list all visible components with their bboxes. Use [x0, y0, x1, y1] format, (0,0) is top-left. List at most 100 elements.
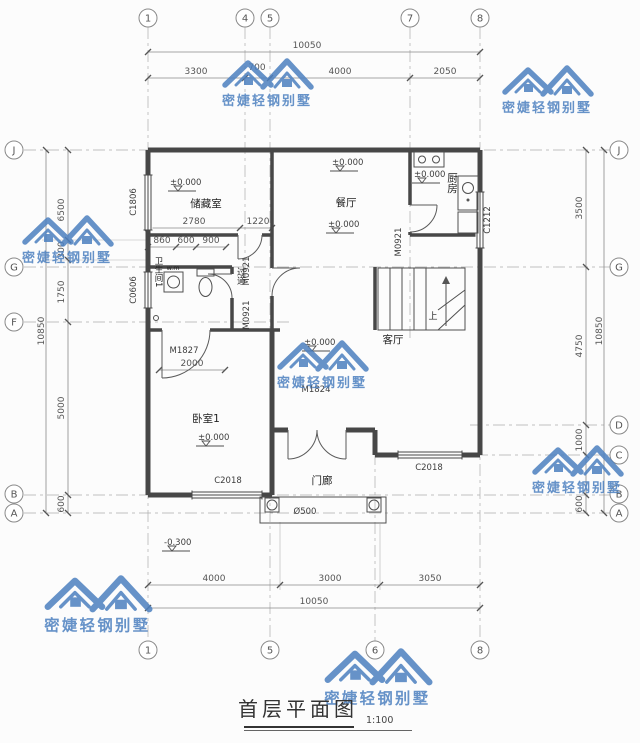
axis-bottom-6: 6: [365, 640, 385, 660]
stair-outline: [377, 267, 466, 331]
dim-bedroom-door: 2000: [181, 359, 204, 369]
door-m0921-storage: [237, 234, 263, 260]
label-m0921-kitchen: M0921: [394, 228, 404, 257]
kitchen-fixtures: [413, 151, 479, 234]
room-bedroom: 卧室1: [192, 412, 220, 425]
level-storage: ±0.000: [170, 178, 201, 188]
level-kitchen: ±0.000: [414, 170, 445, 180]
axis-right-a-label: A: [616, 509, 623, 520]
door-m1824-left-leaf: [287, 429, 318, 460]
level-living: ±0.000: [304, 338, 335, 348]
axis-right-a: A: [609, 503, 629, 523]
extension-lines: [42, 239, 381, 590]
porch-column-right: [366, 497, 382, 513]
bathroom-fixtures: [153, 268, 215, 321]
dim-bottom-seg-3: 3050: [419, 574, 442, 584]
door-m1827-bedroom: [161, 329, 211, 379]
room-storage: 储藏室: [190, 197, 222, 210]
axis-top-1-label: 1: [145, 14, 151, 25]
dim-bottom-seg-2: 3000: [319, 574, 342, 584]
axis-left-g: G: [4, 257, 24, 277]
door-bathroom: [207, 273, 233, 299]
axis-top-8-label: 8: [477, 14, 483, 25]
dim-right-total: 10850: [595, 316, 605, 345]
axis-left-f-label: F: [11, 318, 17, 329]
dim-left-seg-1: 6500: [57, 198, 67, 221]
axis-left-a-label: A: [11, 509, 18, 520]
axis-right-d: D: [609, 415, 629, 435]
window-c1806: [143, 174, 153, 231]
dim-left-seg-2: 300: [57, 241, 67, 258]
level-dining-top: ±0.000: [332, 158, 363, 168]
axis-bottom-5: 5: [260, 640, 280, 660]
watermark-top-right: [501, 68, 592, 116]
dim-top-seg-1: 3300: [185, 67, 208, 77]
axis-right-c: C: [609, 445, 629, 465]
axis-right-g: G: [609, 257, 629, 277]
room-hallway: 过道: [235, 266, 246, 286]
window-c0606: [143, 271, 153, 309]
toilet-icon: [196, 268, 215, 297]
label-c2018-bedroom: C2018: [214, 476, 242, 486]
axis-left-b-label: B: [11, 490, 18, 501]
dim-top-seg-4: 2050: [434, 67, 457, 77]
dim-right-seg-1: 3500: [575, 196, 585, 219]
axis-bubbles: 1 4 5 7 8 1 5 6 8 J G F B A J G D C B A: [4, 8, 629, 660]
axis-right-g-label: G: [615, 263, 623, 274]
axis-left-f: F: [4, 312, 24, 332]
stair-up-arrow-head: [442, 276, 450, 284]
axis-top-7-label: 7: [407, 14, 413, 25]
axis-top-1: 1: [138, 8, 158, 28]
level-bedroom: ±0.000: [198, 433, 229, 443]
title-block: 首层平面图 1:100: [238, 697, 412, 731]
axis-bottom-1-label: 1: [145, 646, 151, 657]
label-c1212: C1212: [483, 206, 493, 234]
axis-left-j: J: [4, 140, 24, 160]
window-c2018-living: [397, 450, 463, 460]
watermark-center: [276, 343, 367, 391]
axis-left-g-label: G: [10, 263, 18, 274]
label-c0606: C0606: [129, 276, 139, 304]
grid-axes: [24, 27, 610, 641]
room-porch: 门廊: [312, 474, 333, 487]
dim-bath-seg-3: 900: [202, 236, 219, 246]
dim-bath-seg-1: 860: [153, 236, 170, 246]
watermark-top-center: [221, 61, 312, 109]
dim-right-seg-4: 600: [575, 495, 585, 512]
porch-column-left: [264, 497, 280, 513]
dim-left-total: 10850: [37, 316, 47, 345]
fridge-icon: [457, 211, 479, 234]
door-m0921-hall: [271, 267, 301, 297]
stove-icon: [413, 151, 445, 168]
axis-bottom-1: 1: [138, 640, 158, 660]
watermarks: [21, 61, 622, 707]
dim-bottom-seg-1: 4000: [203, 574, 226, 584]
axis-top-4: 4: [235, 8, 255, 28]
axis-bottom-6-label: 6: [372, 646, 378, 657]
grid-horizontal-lines: [24, 149, 610, 514]
porch-slab: [259, 496, 387, 524]
dim-top-seg-3: 4000: [329, 67, 352, 77]
watermark-bottom-left: [44, 578, 150, 634]
opening-labels: C1806 C0606 C1212 M0921 M0921 M0921 C201…: [129, 188, 493, 517]
dim-left-seg-4: 5000: [57, 396, 67, 419]
dim-top-total: 10050: [293, 41, 322, 51]
label-c1806: C1806: [129, 188, 139, 216]
label-m0921-b: M0921: [242, 301, 252, 330]
label-m1827: M1827: [170, 346, 199, 356]
axis-left-b: B: [4, 484, 24, 504]
dim-right-seg-2: 4750: [575, 334, 585, 357]
staircase: [377, 267, 466, 331]
dim-left-seg-3: 1750: [57, 280, 67, 303]
door-m1824-right-leaf: [316, 429, 347, 460]
room-living: 客厅: [383, 333, 404, 346]
axis-bottom-5-label: 5: [267, 646, 273, 657]
grid-vertical-lines: [147, 27, 481, 641]
dim-storage-seg-2: 1220: [247, 217, 270, 227]
label-c2018-living: C2018: [415, 463, 443, 473]
dimension-lines: [42, 48, 608, 612]
dim-storage-seg-1: 2780: [183, 217, 206, 227]
level-outside: -0.300: [164, 538, 191, 548]
porch-structure: [259, 496, 387, 524]
